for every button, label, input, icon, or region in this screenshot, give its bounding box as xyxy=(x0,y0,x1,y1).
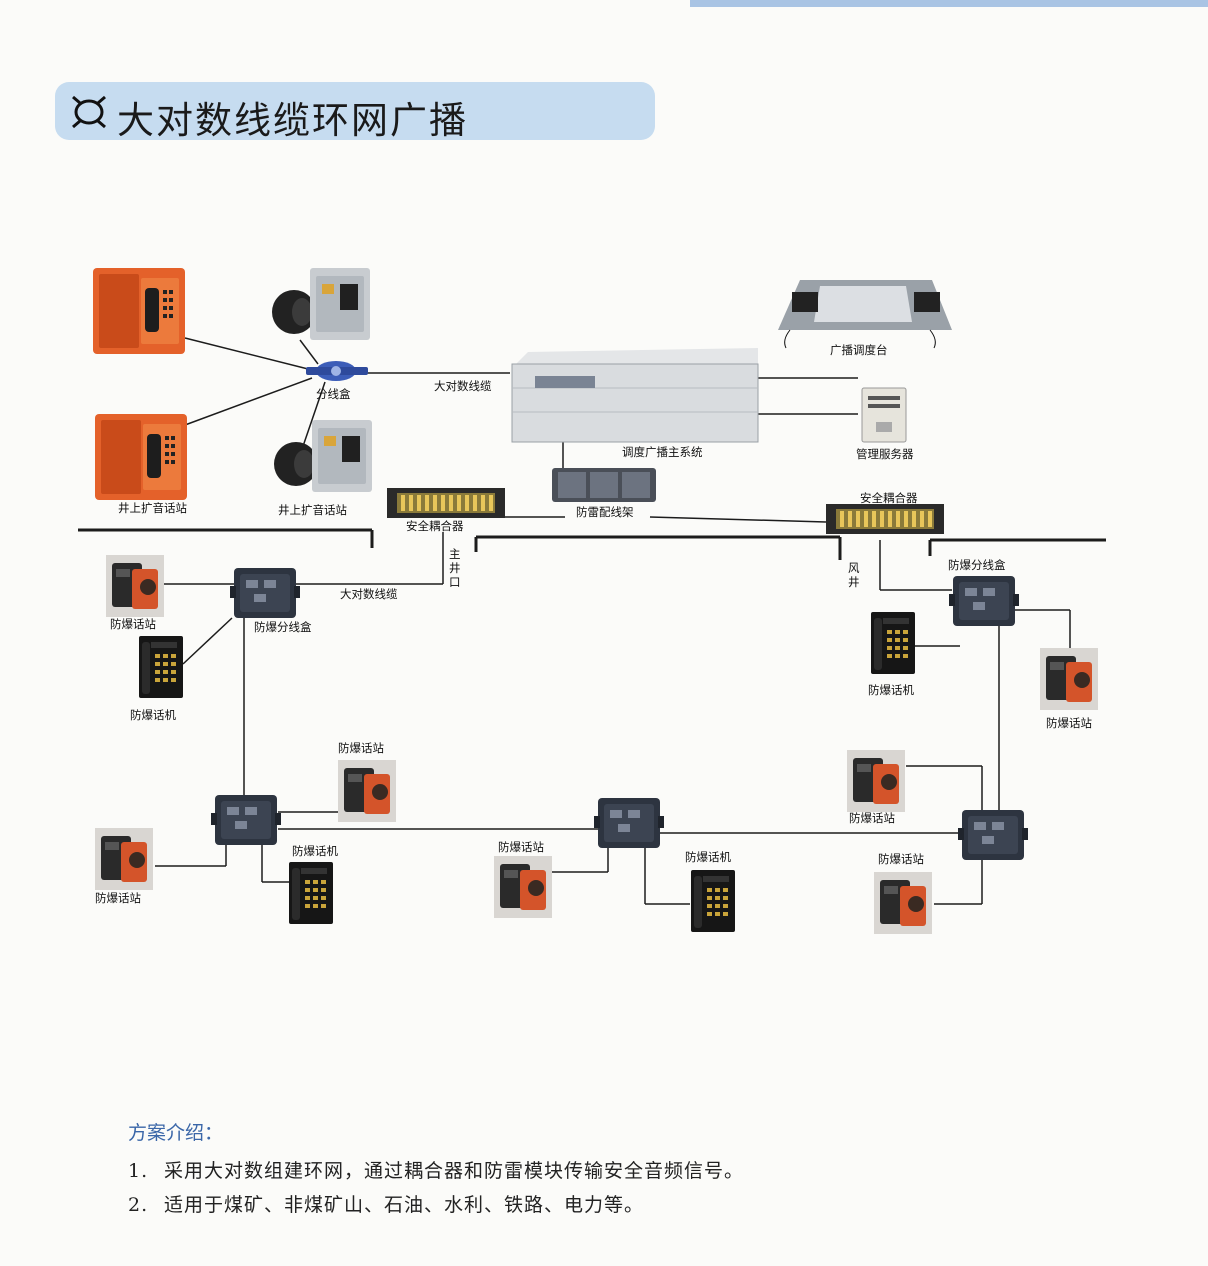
top-accent-bar xyxy=(690,0,1208,7)
ex-phone-2 xyxy=(289,862,333,924)
label-ex-junction-4: 防爆分线盒 xyxy=(948,558,1006,572)
speaker-station-bottom xyxy=(274,420,372,492)
label-surface-station-right: 井上扩音话站 xyxy=(278,503,347,517)
title-bullet-icon xyxy=(72,95,106,129)
ex-junction-box-4 xyxy=(949,576,1019,626)
ex-junction-box-1 xyxy=(230,568,300,618)
intro-item-2-num: 2. xyxy=(128,1194,149,1216)
intro-item-1-text: 采用大对数组建环网，通过耦合器和防雷模块传输安全音频信号。 xyxy=(164,1160,745,1182)
intro-item-1-num: 1. xyxy=(128,1160,149,1182)
label-surface-station-left: 井上扩音话站 xyxy=(118,501,187,515)
ex-phone-1 xyxy=(139,636,183,698)
ex-station-1 xyxy=(106,555,164,617)
ex-phone-4 xyxy=(871,612,915,674)
ex-junction-box-3 xyxy=(594,798,664,848)
label-cable-under: 大对数线缆 xyxy=(340,587,398,601)
main-system-chassis xyxy=(511,348,759,443)
junction-box-icon xyxy=(306,361,368,381)
diagram-labels: 井上扩音话站 井上扩音话站 分线盒 大对数线缆 调度广播主系统 广播调度台 管理… xyxy=(95,343,1092,905)
server-icon xyxy=(861,387,907,443)
speaker-station-top xyxy=(272,268,370,340)
title-banner: 大对数线缆环网广播 xyxy=(55,82,655,142)
label-ex-station-7: 防爆话站 xyxy=(878,852,924,866)
label-broadcast-console: 广播调度台 xyxy=(830,343,888,357)
label-ex-station-5: 防爆话站 xyxy=(1046,716,1092,730)
safety-coupler-left xyxy=(387,488,505,518)
lightning-frame-icon xyxy=(552,468,656,502)
ex-station-3 xyxy=(95,828,153,890)
label-mgmt-server: 管理服务器 xyxy=(856,447,914,461)
label-wind-shaft-1: 风 xyxy=(848,561,860,575)
label-ex-phone-3: 防爆话机 xyxy=(685,850,731,864)
label-ex-station-4: 防爆话站 xyxy=(498,840,544,854)
ex-junction-box-5 xyxy=(958,810,1028,860)
intro-item-2-text: 适用于煤矿、非煤矿山、石油、水利、铁路、电力等。 xyxy=(164,1194,645,1216)
broadcast-console-icon xyxy=(778,280,952,349)
label-coupler-right: 安全耦合器 xyxy=(860,491,918,505)
ex-station-4 xyxy=(494,856,552,918)
label-ex-phone-1: 防爆话机 xyxy=(130,708,176,722)
label-junction-box: 分线盒 xyxy=(316,387,351,401)
label-cable-top: 大对数线缆 xyxy=(434,379,492,393)
label-ex-station-3: 防爆话站 xyxy=(95,891,141,905)
intro-heading: 方案介绍： xyxy=(128,1122,224,1144)
label-ex-phone-2: 防爆话机 xyxy=(292,844,338,858)
label-ex-phone-4: 防爆话机 xyxy=(868,683,914,697)
ex-station-6 xyxy=(847,750,905,812)
label-main-shaft-1: 主 xyxy=(449,547,461,561)
surface-station-bottom xyxy=(95,414,187,500)
label-main-shaft-3: 口 xyxy=(449,575,461,589)
surface-station-top xyxy=(93,268,185,354)
label-wind-shaft-2: 井 xyxy=(848,575,860,589)
ex-station-5 xyxy=(1040,648,1098,710)
label-main-shaft-2: 井 xyxy=(449,561,461,575)
intro-item-2: 2. 适用于煤矿、非煤矿山、石油、水利、铁路、电力等。 xyxy=(128,1190,644,1217)
label-ex-junction-1: 防爆分线盒 xyxy=(254,620,312,634)
ex-station-2 xyxy=(338,760,396,822)
label-ex-station-1: 防爆话站 xyxy=(110,617,156,631)
label-ex-station-6: 防爆话站 xyxy=(849,811,895,825)
intro-item-1: 1. 采用大对数组建环网，通过耦合器和防雷模块传输安全音频信号。 xyxy=(128,1156,744,1183)
label-coupler-left: 安全耦合器 xyxy=(406,519,464,533)
label-ex-station-2: 防爆话站 xyxy=(338,741,384,755)
label-lightning-frame: 防雷配线架 xyxy=(576,505,634,519)
safety-coupler-right xyxy=(826,504,944,534)
label-main-system: 调度广播主系统 xyxy=(622,445,703,459)
ex-phone-3 xyxy=(691,870,735,932)
ex-junction-box-2 xyxy=(211,795,281,845)
page-title: 大对数线缆环网广播 xyxy=(117,99,468,142)
connection-lines xyxy=(78,337,1106,905)
ex-station-7 xyxy=(874,872,932,934)
